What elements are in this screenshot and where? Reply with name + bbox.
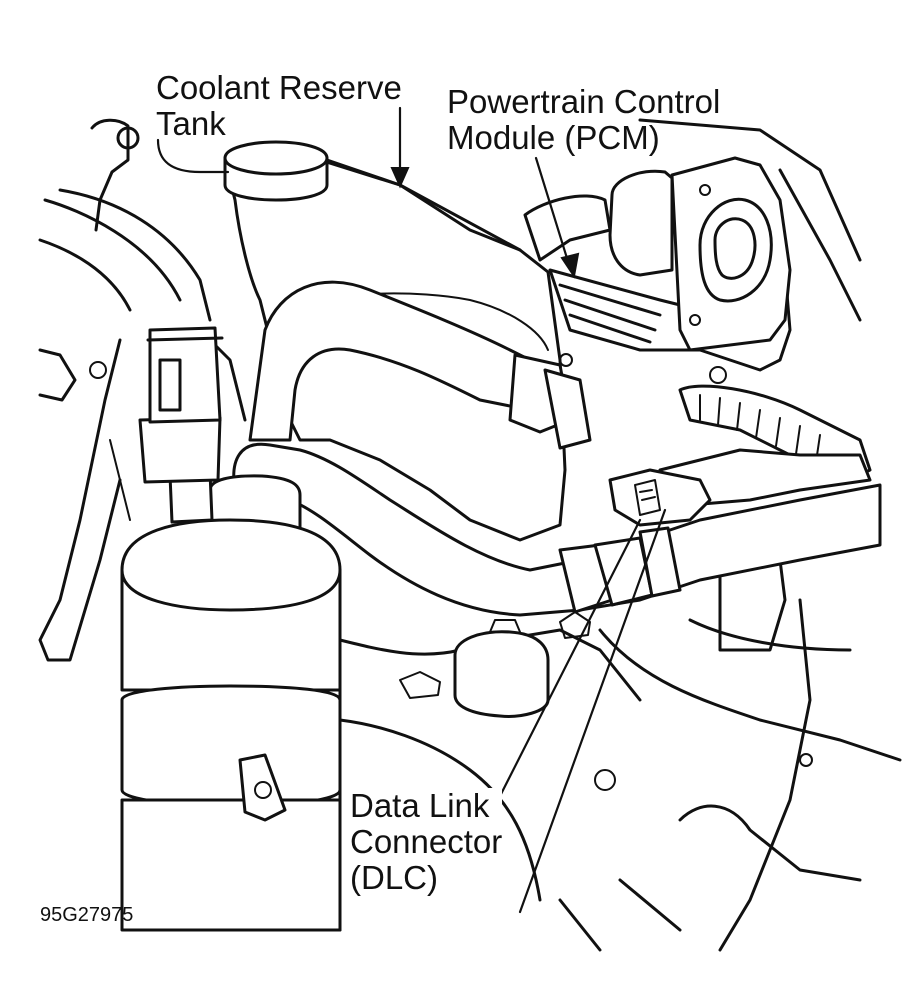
coolant-tank-leader [156, 138, 230, 174]
powertrain-control-module [548, 118, 862, 384]
dlc-label-line-3: (DLC) [350, 859, 438, 896]
receiver-drier [120, 326, 342, 932]
label-leaders [156, 106, 667, 914]
coolant-reserve-tank-label-line-1: Coolant Reserve [156, 69, 402, 106]
engine-mounts [338, 598, 902, 952]
pcm-label: Powertrain Control Module (PCM) [447, 84, 720, 156]
dlc-leader-1 [496, 518, 642, 802]
coolant-reserve-tank-label: Coolant Reserve Tank [156, 70, 402, 142]
pcm-label-line-2: Module (PCM) [447, 119, 660, 156]
coolant-reserve-tank-label-line-2: Tank [156, 105, 226, 142]
dlc-label: Data Link Connector (DLC) [350, 787, 503, 896]
pcm-arrow-head [560, 252, 580, 279]
ac-hose [208, 280, 882, 617]
dlc-leader-2 [518, 508, 667, 914]
dlc-label-line-1: Data Link [350, 787, 490, 824]
wiring-harness [523, 194, 872, 652]
pcm-leader [534, 156, 572, 270]
pcm-label-line-1: Powertrain Control [447, 83, 721, 120]
left-fender-bracket [38, 118, 247, 662]
coolant-tank-arrow-head [390, 167, 410, 189]
dlc-label-line-2: Connector [350, 823, 503, 860]
figure-id: 95G27975 [40, 904, 134, 926]
